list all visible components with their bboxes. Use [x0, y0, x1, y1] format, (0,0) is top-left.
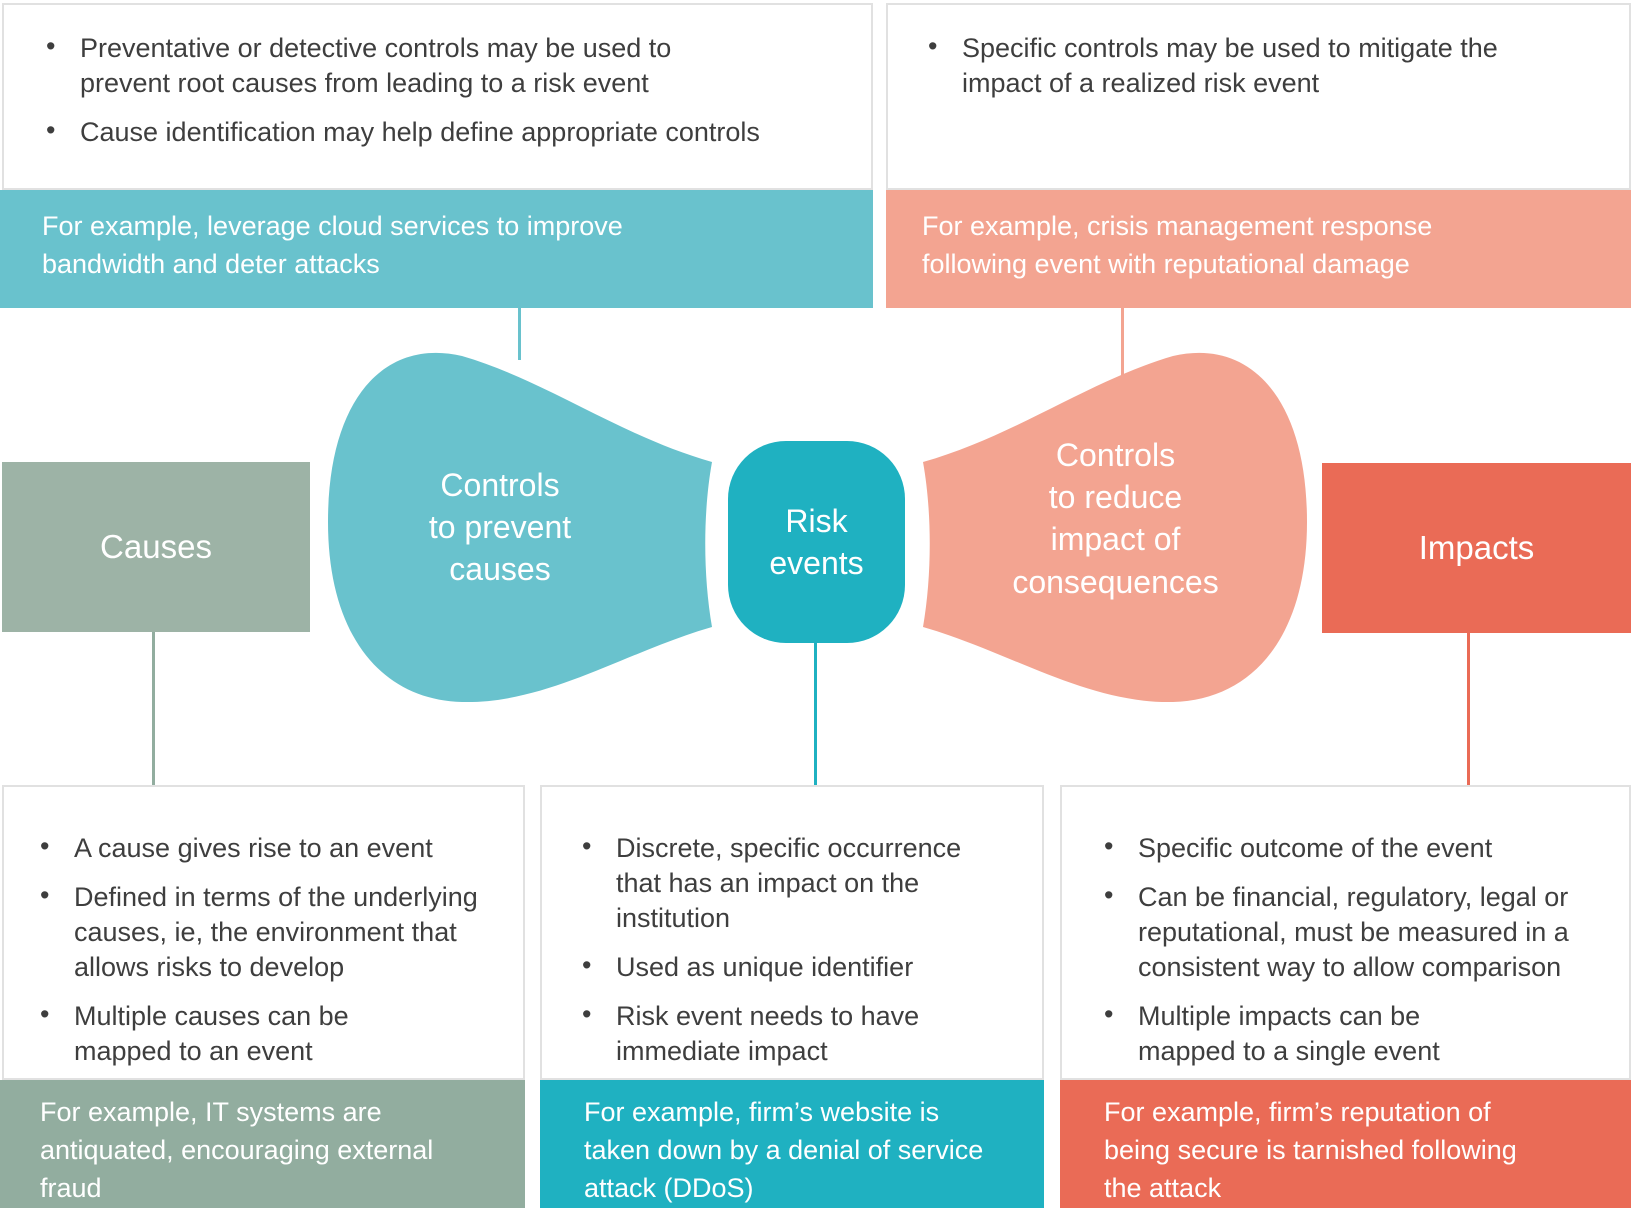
bullet-text: Specific controls may be used to mitigat… [962, 33, 1498, 99]
bullet-text: Cause identification may help define app… [80, 117, 760, 148]
risk-events-detail-bullet-list: • Discrete, specific occurrence that has… [542, 787, 1042, 1070]
impacts-label: Impacts [1418, 529, 1535, 566]
bullet-item: • Discrete, specific occurrence that has… [582, 831, 1032, 936]
causes-detail-bullet-list: • A cause gives rise to an event • Defin… [4, 787, 523, 1070]
reduce-funnel-label: Controls to reduce impact of consequence… [1012, 437, 1219, 600]
bullet-text: Multiple causes can be mapped to an even… [74, 1001, 349, 1067]
causes-label: Causes [100, 528, 212, 565]
risk-events-example-banner: For example, firm’s website is taken dow… [540, 1080, 1044, 1208]
bullet-icon: • [40, 999, 50, 1030]
bullet-icon: • [1104, 880, 1114, 911]
connector-causes-to-detail [152, 632, 155, 785]
prevent-controls-bullet-list: • Preventative or detective controls may… [4, 5, 871, 150]
prevent-funnel-shape [328, 352, 712, 703]
connector-risk-events-to-detail [814, 643, 817, 785]
impacts-box: Impacts [1322, 463, 1631, 633]
bullet-text: Multiple impacts can be mapped to a sing… [1138, 1001, 1440, 1067]
bullet-icon: • [40, 880, 50, 911]
bullet-text: A cause gives rise to an event [74, 833, 433, 863]
bullet-icon: • [1104, 999, 1114, 1030]
mitigate-controls-example-banner: For example, crisis management response … [886, 190, 1631, 308]
bullet-item: • Can be financial, regulatory, legal or… [1104, 880, 1619, 985]
bullet-item: • Specific controls may be used to mitig… [928, 31, 1605, 101]
bullet-item: • Defined in terms of the underlying cau… [40, 880, 513, 985]
mitigate-controls-info-box: • Specific controls may be used to mitig… [886, 3, 1631, 190]
connector-banner-to-prevent-funnel [518, 308, 521, 360]
prevent-funnel-label: Controls to prevent causes [428, 467, 572, 588]
risk-events-detail-info-box: • Discrete, specific occurrence that has… [540, 785, 1044, 1080]
bullet-icon: • [582, 950, 592, 981]
causes-box: Causes [2, 462, 310, 632]
bullet-item: • Cause identification may help define a… [46, 115, 847, 150]
prevent-controls-example-banner: For example, leverage cloud services to … [0, 190, 873, 308]
impacts-detail-bullet-list: • Specific outcome of the event • Can be… [1062, 787, 1629, 1070]
bullet-text: Risk event needs to have immediate impac… [616, 1001, 920, 1067]
risk-events-label: Risk events [769, 502, 864, 581]
impacts-detail-info-box: • Specific outcome of the event • Can be… [1060, 785, 1631, 1080]
bullet-icon: • [582, 999, 592, 1030]
bullet-item: • Risk event needs to have immediate imp… [582, 999, 1032, 1069]
bullet-text: Used as unique identifier [616, 952, 914, 983]
bullet-text: Specific outcome of the event [1138, 833, 1493, 863]
bullet-icon: • [582, 831, 592, 861]
bullet-item: • Used as unique identifier [582, 950, 1032, 985]
bullet-icon: • [1104, 831, 1114, 861]
bullet-item: • Multiple causes can be mapped to an ev… [40, 999, 513, 1069]
connector-banner-to-reduce-funnel [1121, 308, 1124, 376]
prevent-controls-info-box: • Preventative or detective controls may… [2, 3, 873, 190]
bullet-text: Defined in terms of the underlying cause… [74, 882, 478, 983]
bullet-text: Discrete, specific occurrence that has a… [616, 833, 962, 934]
bullet-icon: • [928, 31, 938, 61]
bullet-item: • Preventative or detective controls may… [46, 31, 847, 101]
bullet-icon: • [46, 115, 56, 146]
bullet-item: • Specific outcome of the event [1104, 831, 1619, 866]
connector-impacts-to-detail [1467, 632, 1470, 785]
causes-example-banner: For example, IT systems are antiquated, … [0, 1080, 525, 1208]
bullet-item: • Multiple impacts can be mapped to a si… [1104, 999, 1619, 1069]
bullet-item: • A cause gives rise to an event [40, 831, 513, 866]
bullet-icon: • [46, 31, 56, 61]
bullet-text: Preventative or detective controls may b… [80, 33, 672, 99]
bullet-text: Can be financial, regulatory, legal or r… [1138, 882, 1569, 983]
risk-events-box: Risk events [728, 441, 905, 643]
reduce-funnel-shape [923, 352, 1307, 703]
mitigate-controls-bullet-list: • Specific controls may be used to mitig… [888, 5, 1629, 101]
impacts-example-banner: For example, firm’s reputation of being … [1060, 1080, 1631, 1208]
causes-detail-info-box: • A cause gives rise to an event • Defin… [2, 785, 525, 1080]
bullet-icon: • [40, 831, 50, 861]
